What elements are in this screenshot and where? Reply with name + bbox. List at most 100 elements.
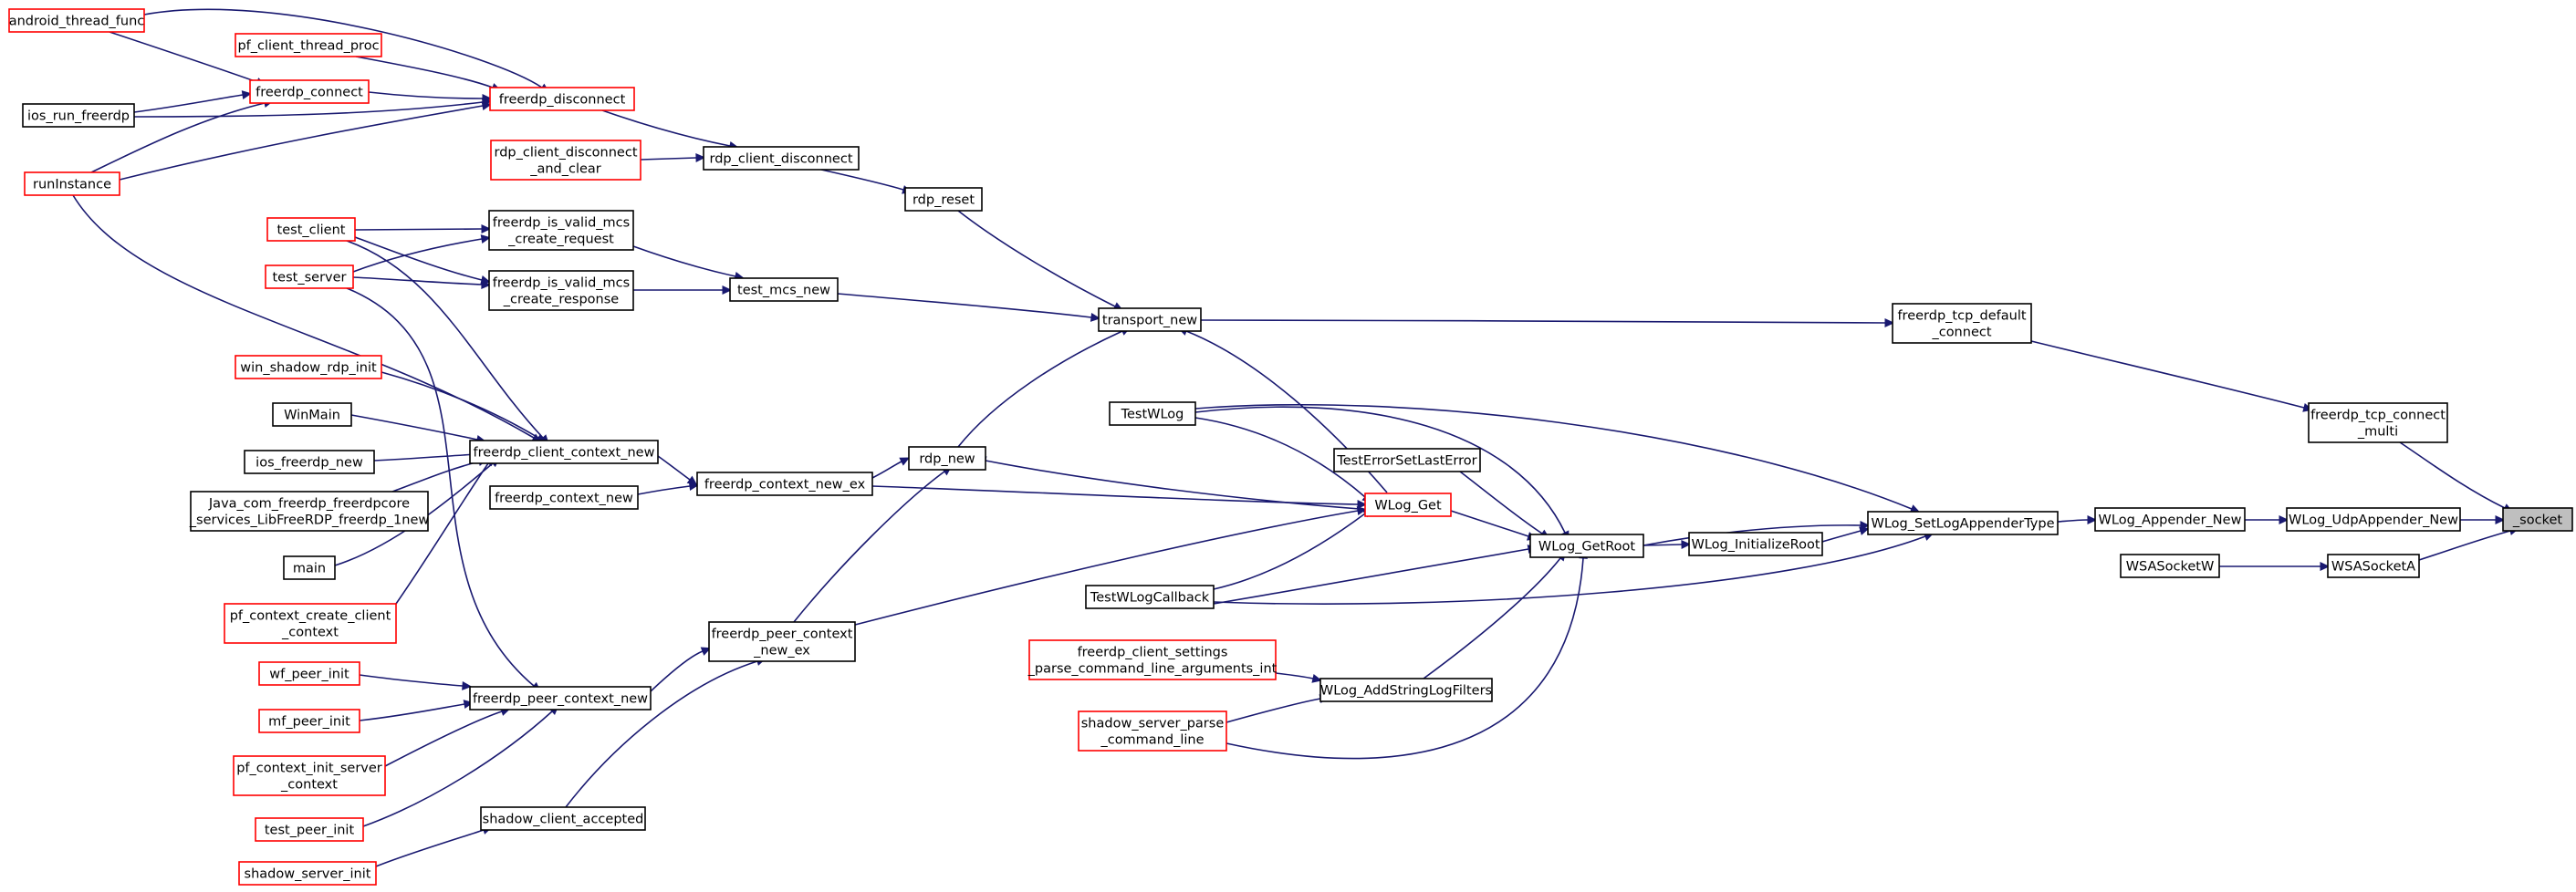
call-edge <box>1194 406 1570 542</box>
function-node[interactable]: wf_peer_init <box>258 661 360 686</box>
function-node[interactable]: ios_run_freerdp <box>22 103 135 128</box>
function-node[interactable]: freerdp_client_context_new <box>469 440 659 464</box>
function-node[interactable]: WinMain <box>272 402 352 427</box>
function-node[interactable]: rdp_client_disconnect_and_clear <box>490 140 641 181</box>
node-box <box>469 440 659 464</box>
call-edge <box>1194 404 1921 513</box>
function-node[interactable]: freerdp_is_valid_mcs_create_response <box>488 270 634 311</box>
function-node[interactable]: WLog_UdpAppender_New <box>2286 507 2461 532</box>
edge-line <box>985 460 1361 510</box>
node-box <box>480 806 646 831</box>
node-label: android_thread_func <box>9 15 145 29</box>
node-box <box>2502 507 2573 532</box>
node-box <box>908 446 986 471</box>
node-box <box>489 87 635 111</box>
function-node[interactable]: freerdp_disconnect <box>489 87 635 111</box>
node-box <box>469 686 652 710</box>
function-node[interactable]: freerdp_context_new <box>489 485 639 510</box>
function-node[interactable]: main <box>283 555 336 580</box>
call-edge <box>1213 545 1538 605</box>
node-box <box>488 210 634 251</box>
function-node[interactable]: WLog_Get <box>1364 493 1452 517</box>
node-label: WinMain <box>284 409 340 423</box>
function-node[interactable]: transport_new <box>1098 307 1202 332</box>
function-node[interactable]: win_shadow_rdp_init <box>235 355 382 379</box>
function-node[interactable]: WLog_Appender_New <box>2094 507 2246 532</box>
call-edge <box>384 707 511 767</box>
arrowhead-icon <box>695 153 706 162</box>
function-node[interactable]: pf_context_create_client_context <box>224 603 397 644</box>
edge-line <box>632 245 736 277</box>
node-box <box>1892 303 2032 344</box>
node-label: freerdp_tcp_default <box>1897 309 2026 324</box>
node-box <box>2327 554 2420 578</box>
call-edge <box>373 450 487 462</box>
function-node[interactable]: rdp_client_disconnect <box>703 146 860 171</box>
edge-line <box>957 210 1116 307</box>
function-node[interactable]: WLog_AddStringLogFilters <box>1319 678 1493 702</box>
function-node[interactable]: WLog_SetLogAppenderType <box>1867 511 2059 535</box>
function-node[interactable]: shadow_server_parse_command_line <box>1078 710 1227 752</box>
function-node[interactable]: freerdp_connect <box>249 79 370 104</box>
node-box <box>489 485 639 510</box>
node-label: freerdp_client_context_new <box>474 446 655 461</box>
edge-line <box>1459 471 1543 534</box>
edge-line <box>637 485 691 495</box>
function-node[interactable]: test_mcs_new <box>729 277 839 302</box>
function-node[interactable]: shadow_client_accepted <box>480 806 646 831</box>
function-node[interactable]: freerdp_context_new_ex <box>696 472 873 496</box>
function-node[interactable]: freerdp_tcp_default_connect <box>1892 303 2032 344</box>
function-node[interactable]: TestErrorSetLastError <box>1333 448 1481 472</box>
edge-line <box>1225 698 1321 723</box>
function-node[interactable]: WSASocketW <box>2120 554 2220 578</box>
call-edge <box>1450 510 1538 541</box>
function-node[interactable]: freerdp_tcp_connect_multi <box>2308 402 2448 443</box>
function-node[interactable]: WSASocketA <box>2327 554 2420 578</box>
call-edge <box>1213 507 1373 590</box>
node-label: test_mcs_new <box>737 284 830 298</box>
edge-line <box>1423 557 1561 679</box>
function-node[interactable]: freerdp_peer_context_new_ex <box>708 621 856 662</box>
function-node[interactable]: runInstance <box>24 171 120 196</box>
function-node[interactable]: android_thread_func <box>8 8 145 33</box>
function-node[interactable]: _socket <box>2502 507 2573 532</box>
node-label: _context <box>281 626 339 640</box>
node-label: test_peer_init <box>265 824 355 838</box>
call-edge <box>1200 318 1895 327</box>
function-node[interactable]: TestWLogCallback <box>1085 585 1215 609</box>
function-node[interactable]: test_peer_init <box>255 817 364 842</box>
node-label: freerdp_is_valid_mcs <box>493 276 630 291</box>
arrowhead-icon <box>462 680 473 690</box>
function-node[interactable]: WLog_GetRoot <box>1529 534 1644 558</box>
function-node[interactable]: pf_context_init_server_context <box>233 755 386 796</box>
arrowhead-icon <box>2495 515 2506 524</box>
function-node[interactable]: freerdp_client_settings_parse_command_li… <box>1027 639 1278 680</box>
call-edge <box>359 674 473 690</box>
function-node[interactable]: mf_peer_init <box>258 709 360 733</box>
node-label: shadow_server_init <box>245 867 371 882</box>
edge-line <box>1200 319 1886 324</box>
arrowhead-icon <box>480 234 492 244</box>
node-label: rdp_new <box>919 452 975 467</box>
function-node[interactable]: pf_client_thread_proc <box>235 33 382 57</box>
function-node[interactable]: TestWLog <box>1109 401 1196 426</box>
function-node[interactable]: rdp_new <box>908 446 986 471</box>
node-label: test_client <box>277 223 346 238</box>
function-node[interactable]: rdp_reset <box>904 187 983 212</box>
function-node[interactable]: freerdp_is_valid_mcs_create_request <box>488 210 634 251</box>
function-node[interactable]: shadow_server_init <box>238 861 377 886</box>
function-node[interactable]: test_client <box>266 217 356 242</box>
function-node[interactable]: WLog_InitializeRoot <box>1688 532 1823 556</box>
node-label: _create_request <box>507 233 614 247</box>
function-node[interactable]: test_server <box>265 264 354 289</box>
call-edge <box>2245 515 2289 524</box>
function-node[interactable]: ios_freerdp_new <box>244 450 375 474</box>
function-node[interactable]: freerdp_peer_context_new <box>469 686 652 710</box>
call-edge <box>352 234 492 273</box>
call-edge <box>133 90 253 113</box>
node-label: win_shadow_rdp_init <box>240 361 377 376</box>
node-label: WLog_GetRoot <box>1538 540 1635 555</box>
node-box <box>244 450 375 474</box>
function-node[interactable]: Java_com_freerdp_freerdpcore_services_Li… <box>189 491 430 532</box>
node-label: WLog_SetLogAppenderType <box>1871 517 2054 532</box>
